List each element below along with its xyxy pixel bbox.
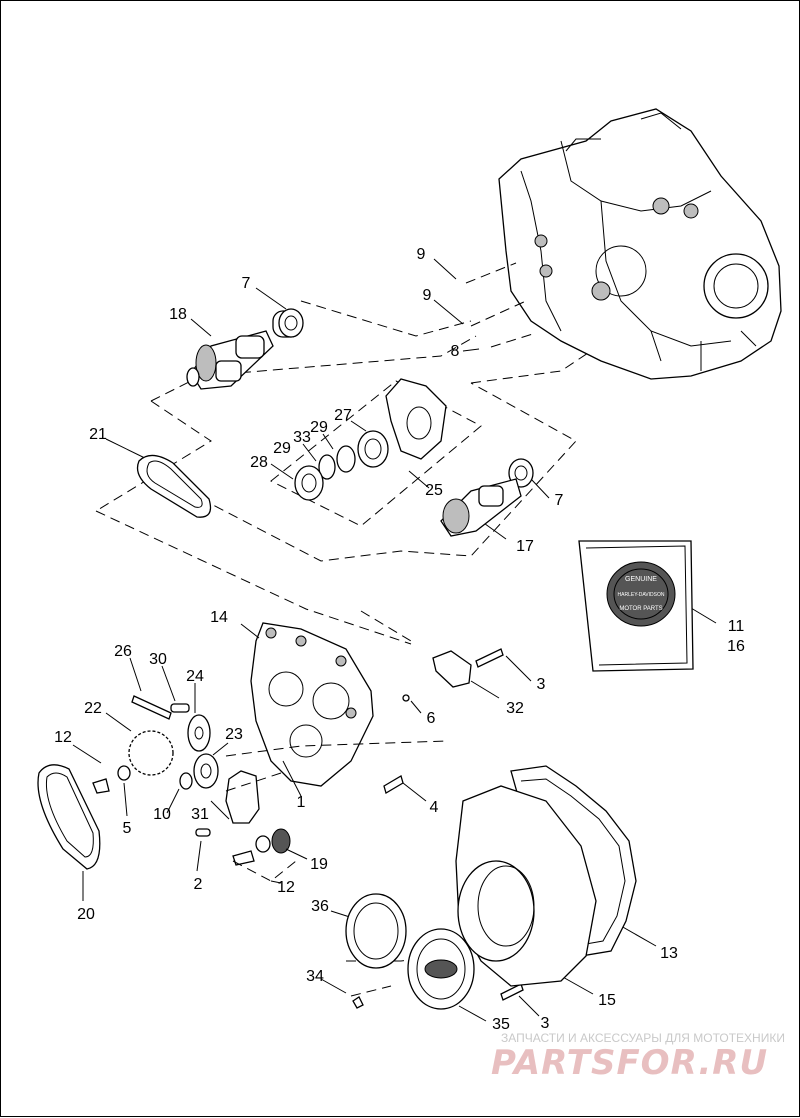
timer-cover-illustration	[345, 893, 475, 1010]
badge-brand-text: HARLEY-DAVIDSON	[618, 592, 665, 598]
callout-21: 21	[89, 426, 107, 443]
callout-labels: 1 2 3 3 4 5 6 7 7 8 9 9 10 11 12 12 13 1…	[54, 246, 745, 1033]
leader-lines-top	[95, 258, 592, 645]
callout-30: 30	[149, 651, 167, 668]
callout-35: 35	[492, 1016, 510, 1033]
rear-camshaft-illustration	[186, 308, 304, 390]
oil-pump-chain-20-illustration	[37, 764, 101, 870]
callout-25: 25	[425, 482, 443, 499]
cam-chain-21-illustration	[136, 454, 212, 518]
callout-13: 13	[660, 945, 678, 962]
callout-12-lower: 12	[277, 879, 295, 896]
callout-9-lower: 9	[423, 287, 432, 304]
callout-28: 28	[250, 454, 268, 471]
callout-2: 2	[194, 876, 203, 893]
callout-12-upper: 12	[54, 729, 72, 746]
callout-11: 11	[728, 618, 745, 635]
callout-36: 36	[311, 898, 329, 915]
callout-10: 10	[153, 806, 171, 823]
callout-14: 14	[210, 609, 228, 626]
callout-24: 24	[186, 668, 204, 685]
callout-9-upper: 9	[417, 246, 426, 263]
callout-26: 26	[114, 643, 132, 660]
genuine-parts-box	[578, 540, 694, 672]
cam-support-assembly-illustration	[270, 378, 534, 527]
callout-8: 8	[451, 343, 460, 360]
callout-7-upper: 7	[242, 275, 251, 292]
sprocket-22-illustration	[128, 730, 174, 776]
callout-18: 18	[169, 306, 187, 323]
callout-3-upper: 3	[537, 676, 546, 693]
callout-16: 16	[727, 638, 745, 655]
callout-33: 33	[293, 429, 311, 446]
cam-cover-illustration	[455, 765, 637, 987]
callout-29-right: 29	[310, 419, 328, 436]
callout-19: 19	[310, 856, 328, 873]
callout-27: 27	[334, 407, 352, 424]
callout-1: 1	[297, 794, 306, 811]
callout-34: 34	[306, 968, 324, 985]
callout-17: 17	[516, 538, 534, 555]
badge-top-text: GENUINE	[625, 576, 657, 583]
watermark-caption: ЗАПЧАСТИ И АКСЕССУАРЫ ДЛЯ МОТОТЕХНИКИ	[501, 1031, 785, 1045]
watermark-logo: PARTSFOR.RU	[491, 1043, 768, 1083]
callout-15: 15	[598, 992, 616, 1009]
callout-6: 6	[427, 710, 436, 727]
front-camshaft-illustration	[440, 478, 522, 537]
oil-pump-illustration	[250, 622, 374, 787]
badge-bottom-text: MOTOR PARTS	[619, 606, 662, 612]
leader-lines-bottom	[72, 607, 717, 1022]
callout-5: 5	[123, 820, 132, 837]
crankcase-illustration	[498, 108, 782, 380]
callout-7-lower: 7	[555, 492, 564, 509]
callout-32: 32	[506, 700, 524, 717]
callout-3-lower: 3	[541, 1015, 550, 1032]
callout-29-left: 29	[273, 440, 291, 457]
callout-31: 31	[191, 806, 209, 823]
callout-22: 22	[84, 700, 102, 717]
callout-23: 23	[225, 726, 243, 743]
callout-20: 20	[77, 906, 95, 923]
callout-4: 4	[430, 799, 439, 816]
